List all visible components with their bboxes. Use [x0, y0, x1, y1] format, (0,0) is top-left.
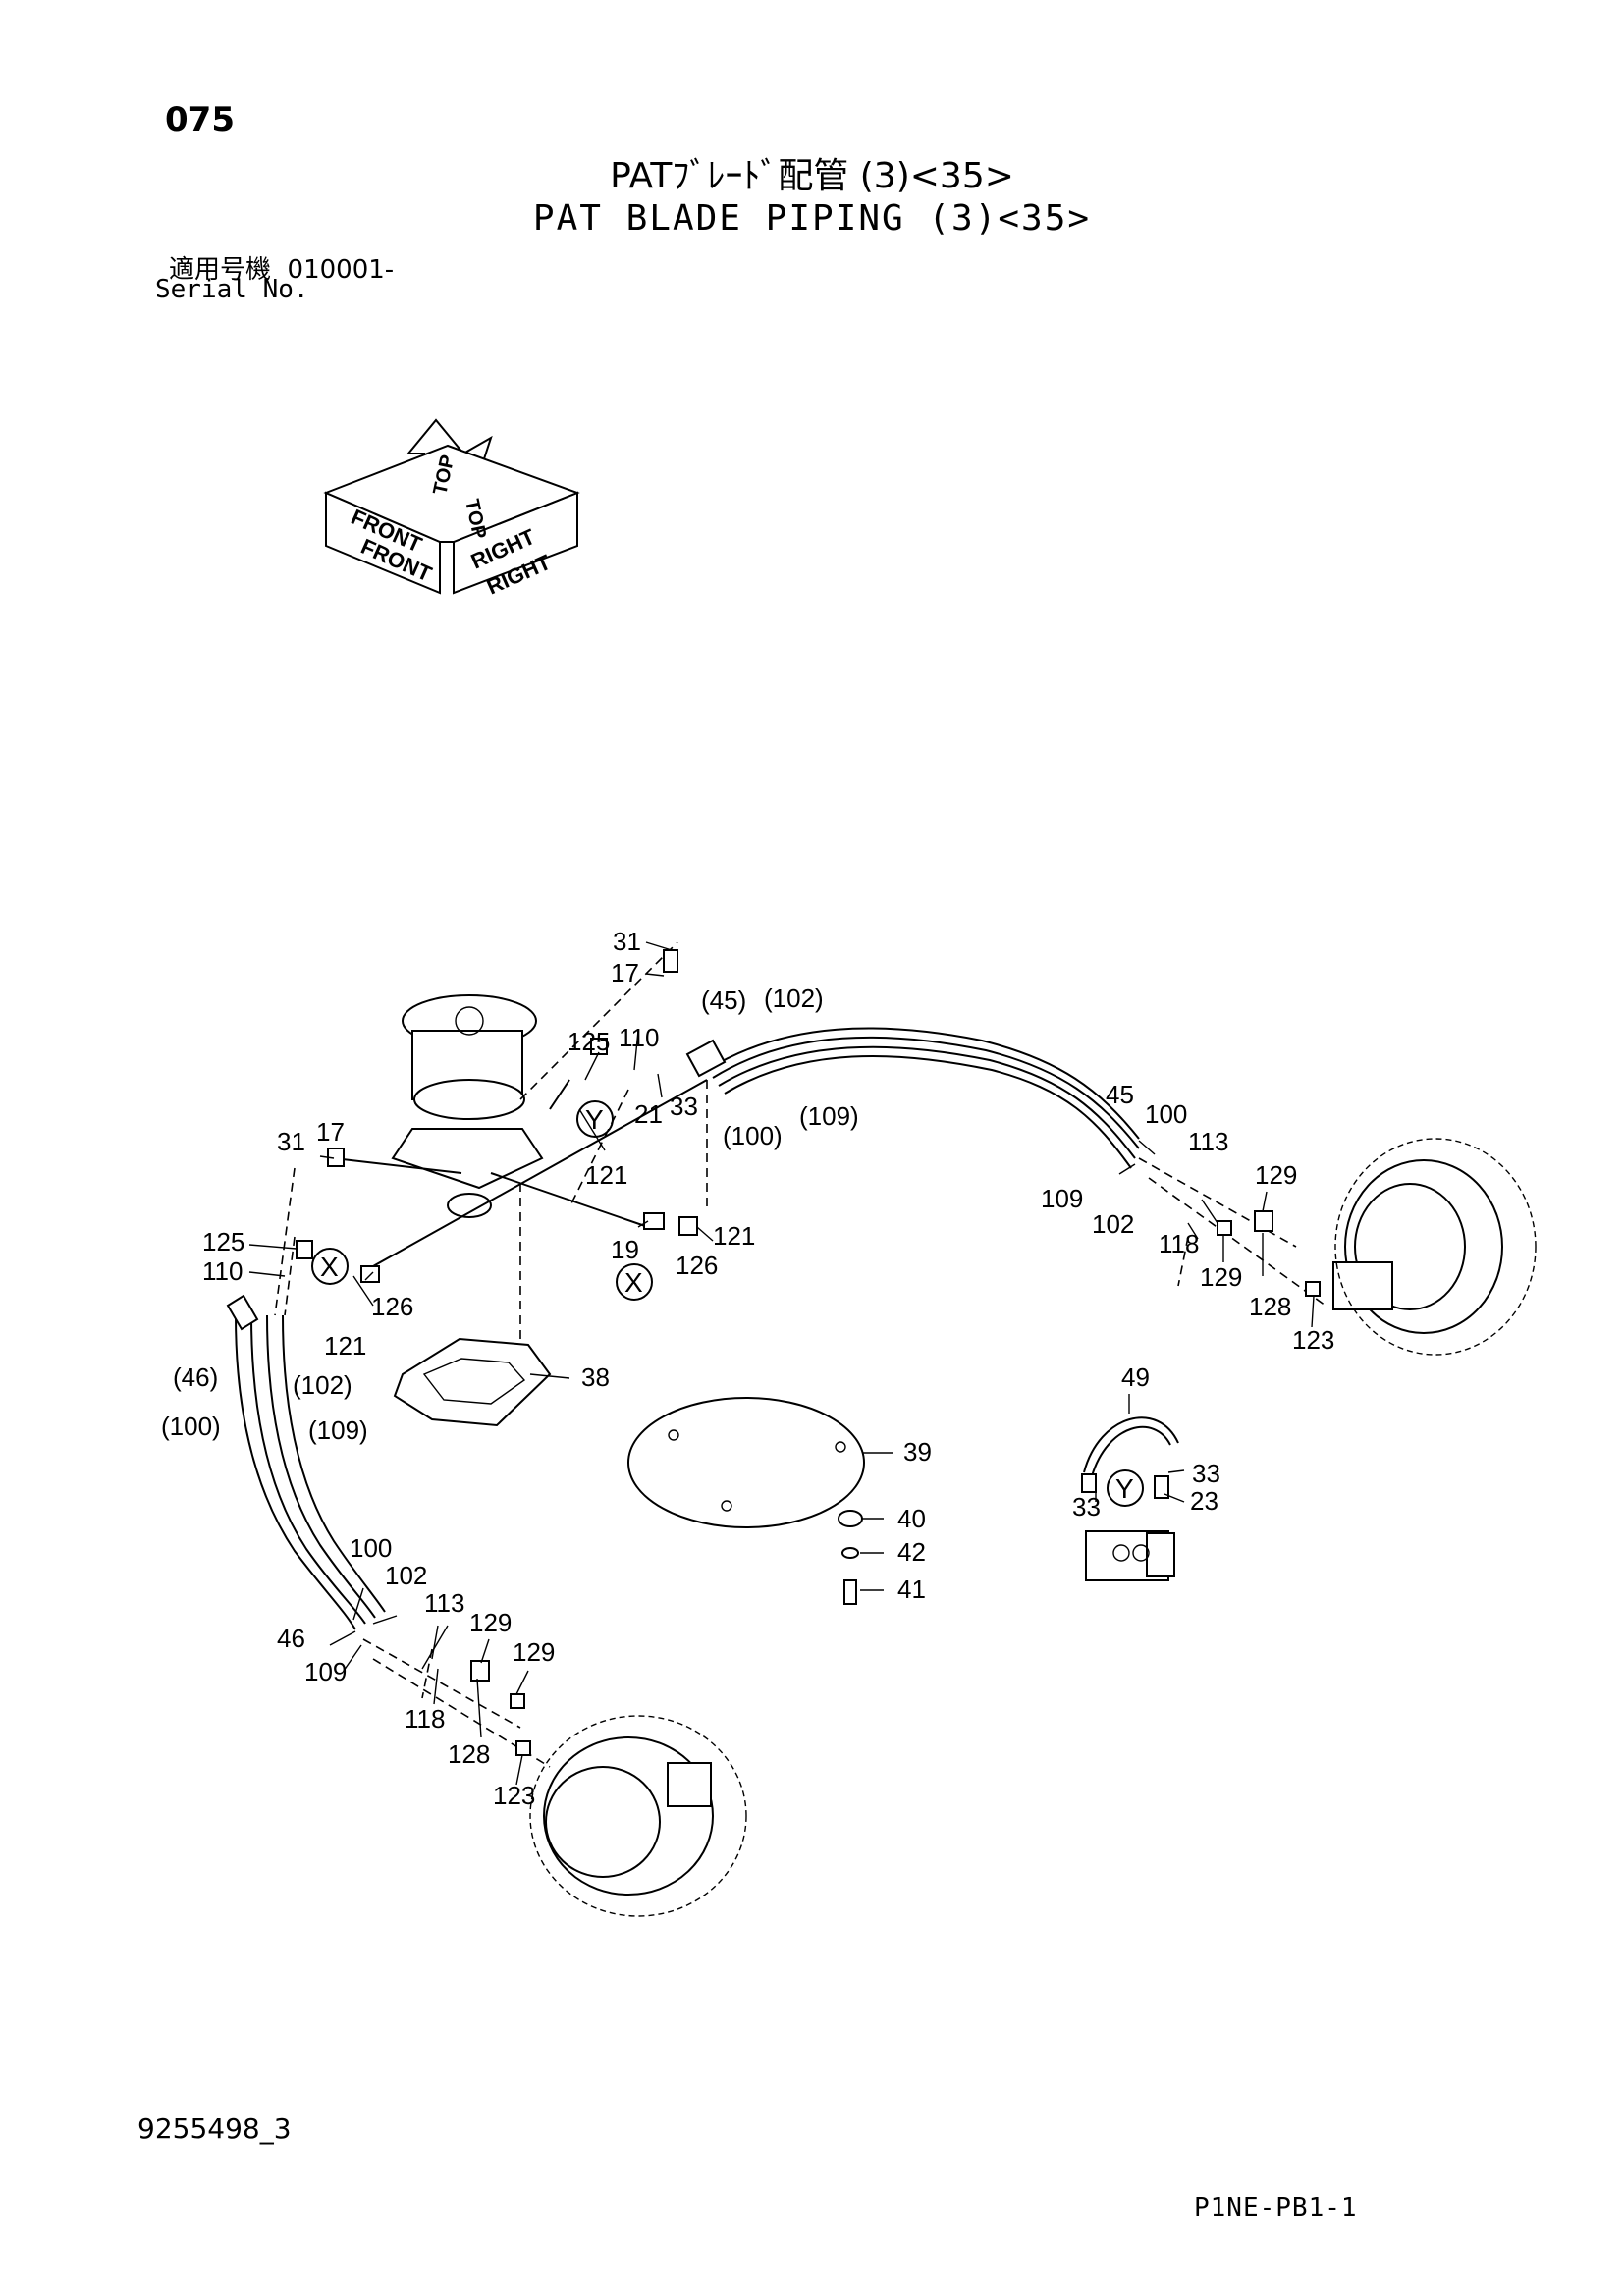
callout-circle-y-1: [576, 1100, 614, 1138]
part-label: 113: [1188, 1127, 1228, 1156]
bolt-stack-40-42-41: [838, 1510, 863, 1605]
orientation-box-top: [323, 444, 580, 543]
part-label: 126: [371, 1292, 413, 1321]
part-label: 110: [202, 1256, 243, 1286]
leader-lines: [248, 941, 1315, 1786]
part-label: 40: [897, 1504, 926, 1533]
part-label: 129: [513, 1637, 555, 1667]
part-label: 129: [1200, 1262, 1242, 1292]
part-labels: 31 17 (45) (102) 125 110 21 33 (100) (10…: [161, 927, 1334, 1810]
part-label: 121: [324, 1331, 366, 1361]
part-label: (45): [701, 986, 746, 1015]
part-label: 129: [469, 1608, 512, 1637]
plate-38: [393, 1337, 552, 1427]
part-label: (102): [764, 984, 824, 1013]
hose-bundle-right: [685, 1027, 1140, 1169]
page-number: 075: [165, 100, 235, 139]
part-label: (46): [173, 1362, 218, 1392]
callout-label-y-1: Y: [585, 1104, 604, 1135]
part-label: 33: [670, 1092, 698, 1121]
part-label: 31: [613, 927, 641, 956]
cover-plate-39: [627, 1397, 865, 1528]
part-label: 118: [1159, 1229, 1199, 1258]
part-label: 21: [634, 1099, 663, 1129]
part-label: 123: [1292, 1325, 1334, 1355]
serial-label-english: Serial No.: [155, 275, 309, 304]
callout-circle-y-2: [1107, 1469, 1144, 1507]
part-label: 100: [1145, 1099, 1187, 1129]
part-label: 46: [277, 1624, 305, 1653]
valve-block: [1081, 1416, 1179, 1581]
part-label: 125: [202, 1227, 244, 1256]
part-label: 129: [1255, 1160, 1297, 1190]
part-label: 118: [405, 1704, 445, 1734]
swivel-joint: [391, 994, 544, 1218]
travel-motor-right: [1332, 1138, 1537, 1356]
travel-motor-left: [529, 1715, 747, 1917]
title-japanese: PATﾌﾞﾚｰﾄﾞ配管 (3)<35>: [610, 156, 1014, 196]
serial-value: 010001-: [287, 255, 395, 285]
part-label: 33: [1192, 1459, 1220, 1488]
serial-line-japanese: 適用号機 010001-: [169, 249, 394, 286]
part-label: 42: [897, 1537, 926, 1567]
part-label: 39: [903, 1437, 932, 1467]
part-label: 128: [448, 1739, 490, 1769]
page-code: P1NE-PB1-1: [1194, 2193, 1358, 2222]
part-label: 109: [1041, 1184, 1083, 1213]
part-label: 23: [1190, 1486, 1218, 1516]
serial-label-japanese: 適用号機: [169, 255, 272, 285]
part-label: 100: [350, 1533, 392, 1563]
part-label: (102): [293, 1370, 352, 1400]
part-label: 19: [611, 1235, 639, 1264]
document-number: 9255498_3: [137, 2112, 292, 2145]
part-label: 128: [1249, 1292, 1291, 1321]
part-label: (109): [799, 1101, 859, 1131]
callout-circle-x-1: [311, 1248, 349, 1285]
part-label: (109): [308, 1415, 368, 1445]
part-label: 121: [713, 1221, 755, 1251]
part-label: 102: [385, 1561, 427, 1590]
part-label: 38: [581, 1362, 610, 1392]
fittings: [296, 949, 1321, 1756]
part-label: 123: [493, 1781, 535, 1810]
part-label: 45: [1106, 1080, 1134, 1109]
part-label: 125: [568, 1027, 610, 1056]
part-label: 109: [304, 1657, 347, 1686]
part-label: 33: [1072, 1492, 1101, 1522]
part-label: 49: [1121, 1362, 1150, 1392]
connector-pipes: [274, 941, 1326, 1768]
callout-label-y-2: Y: [1115, 1473, 1134, 1504]
title-english: PAT BLADE PIPING (3)<35>: [532, 198, 1092, 239]
part-label: 121: [585, 1160, 627, 1190]
callout-label-x-1: X: [320, 1252, 339, 1282]
callouts: X X Y Y: [311, 1100, 1144, 1507]
hose-bundle-left: [226, 1294, 386, 1630]
part-label: 41: [897, 1575, 926, 1604]
part-label: 17: [316, 1117, 345, 1147]
part-label: 110: [619, 1023, 659, 1052]
part-label: 126: [676, 1251, 718, 1280]
callout-label-x-2: X: [624, 1267, 643, 1298]
part-label: (100): [723, 1121, 783, 1150]
orientation-indicator: TOP TOP FRONT FRONT RIGHT RIGHT: [323, 418, 580, 600]
part-label: 17: [611, 958, 639, 988]
part-label: 102: [1092, 1209, 1134, 1239]
callout-circle-x-2: [616, 1263, 653, 1301]
part-label: 113: [424, 1588, 464, 1618]
part-label: 31: [277, 1127, 305, 1156]
part-label: (100): [161, 1412, 221, 1441]
